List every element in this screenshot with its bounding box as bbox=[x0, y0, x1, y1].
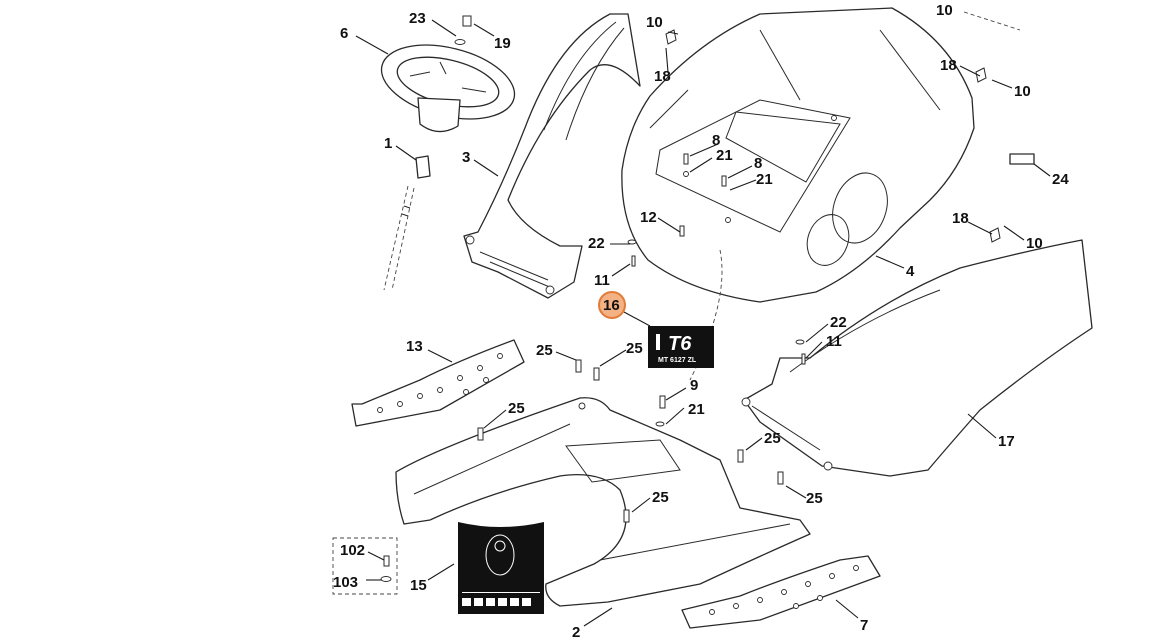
callout-16: 16 bbox=[603, 297, 620, 314]
callout-22-b: 22 bbox=[830, 314, 847, 331]
callout-10-c: 10 bbox=[1014, 83, 1031, 100]
callout-22-a: 22 bbox=[588, 235, 605, 252]
callout-21-c: 21 bbox=[688, 401, 705, 418]
callout-1: 1 bbox=[384, 135, 392, 152]
decal-logo: T6 bbox=[668, 333, 692, 355]
left-footplate bbox=[351, 339, 525, 427]
callout-21-b: 21 bbox=[756, 171, 773, 188]
callout-13: 13 bbox=[406, 338, 423, 355]
callout-6: 6 bbox=[340, 25, 348, 42]
hood-body bbox=[621, 7, 1021, 381]
safety-decal bbox=[458, 522, 544, 614]
right-fender bbox=[741, 239, 1093, 477]
callout-11-a: 11 bbox=[594, 272, 610, 289]
callout-4: 4 bbox=[906, 263, 915, 280]
callout-2: 2 bbox=[572, 624, 580, 638]
callout-102: 102 bbox=[340, 542, 365, 559]
callout-7: 7 bbox=[860, 617, 868, 634]
callout-25-d: 25 bbox=[764, 430, 781, 447]
connector-part bbox=[1009, 153, 1035, 165]
leader-lines bbox=[355, 19, 1051, 627]
callout-103: 103 bbox=[333, 574, 358, 591]
callout-15: 15 bbox=[410, 577, 427, 594]
center-floor-panel bbox=[395, 397, 811, 607]
callout-3: 3 bbox=[462, 149, 470, 166]
callout-25-c: 25 bbox=[508, 400, 525, 417]
callout-labels: 23 19 6 1 3 10 18 10 18 10 8 21 8 21 12 … bbox=[333, 2, 1069, 638]
callout-11-b: 11 bbox=[826, 333, 842, 350]
callout-25-a: 25 bbox=[536, 342, 553, 359]
callout-10-a: 10 bbox=[646, 14, 663, 31]
callout-23: 23 bbox=[409, 10, 426, 27]
callout-16-highlight[interactable] bbox=[598, 291, 626, 319]
callout-19: 19 bbox=[494, 35, 511, 52]
callout-18-b: 18 bbox=[940, 57, 957, 74]
callout-21-a: 21 bbox=[716, 147, 733, 164]
callout-10-b: 10 bbox=[936, 2, 953, 19]
callout-17: 17 bbox=[998, 433, 1015, 450]
callout-10-d: 10 bbox=[1026, 235, 1043, 252]
steering-wheel bbox=[380, 15, 516, 133]
callout-9: 9 bbox=[690, 377, 698, 394]
callout-25-e: 25 bbox=[806, 490, 823, 507]
model-decal: T6 MT 6127 ZL bbox=[648, 326, 714, 368]
callout-18-a: 18 bbox=[654, 68, 671, 85]
callout-8-a: 8 bbox=[712, 132, 720, 149]
callout-8-b: 8 bbox=[754, 155, 762, 172]
callout-25-f: 25 bbox=[652, 489, 669, 506]
right-footplate bbox=[681, 555, 881, 629]
callout-24: 24 bbox=[1052, 171, 1069, 188]
kit-bounding-box bbox=[332, 537, 398, 595]
callout-18-c: 18 bbox=[952, 210, 969, 227]
steering-column bbox=[383, 155, 431, 291]
callout-12: 12 bbox=[640, 209, 657, 226]
left-dash-panel bbox=[463, 13, 641, 299]
decal-model: MT 6127 ZL bbox=[658, 357, 697, 364]
callout-25-b: 25 bbox=[626, 340, 643, 357]
fasteners bbox=[380, 29, 1001, 582]
